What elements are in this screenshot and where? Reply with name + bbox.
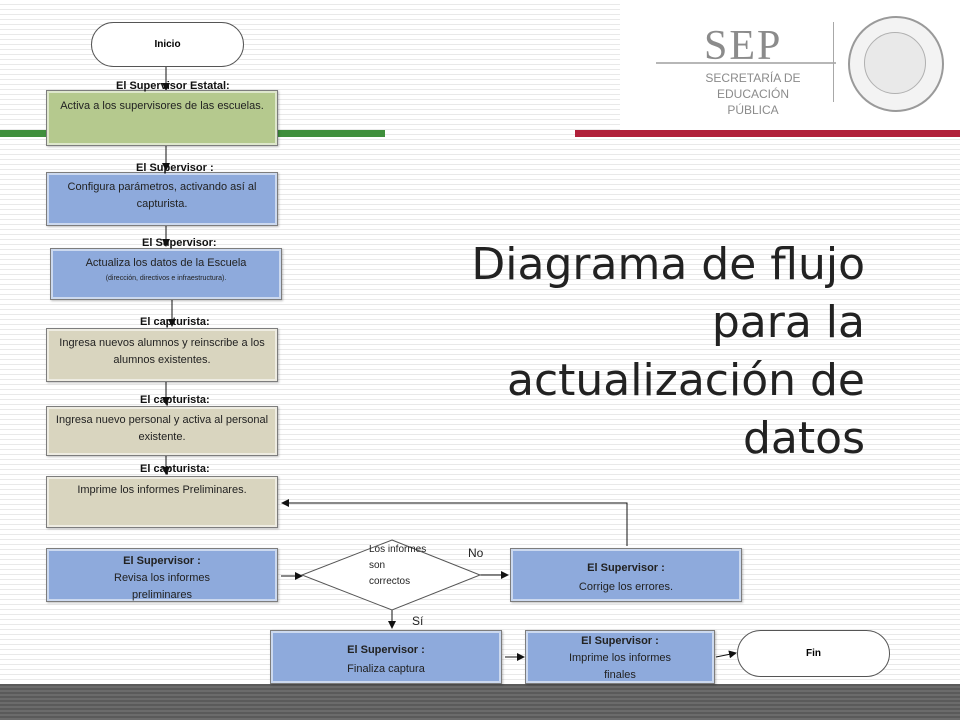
start-terminal: Inicio — [91, 22, 244, 67]
sep-subtitle: SECRETARÍA DE EDUCACIÓN PÚBLICA — [690, 70, 816, 118]
sep-acronym: SEP — [704, 23, 783, 69]
step-actor: El Supervisor : — [136, 162, 214, 174]
footer-bar — [0, 684, 960, 720]
step-actor: El Supervisor: — [142, 237, 217, 249]
print-final-text: Imprime los informes finales — [568, 652, 672, 681]
step-text: Ingresa nuevos alumnos y reinscribe a lo… — [59, 337, 265, 366]
decision-diamond — [300, 539, 482, 611]
national-seal-icon — [848, 16, 944, 112]
step-actor: El Supervisor Estatal: — [116, 80, 230, 92]
correct-text: Corrige los errores. — [578, 581, 674, 593]
slide-title: Diagrama de flujo para la actualización … — [471, 239, 865, 464]
step-finalize-capture: El Supervisor : Finaliza captura — [270, 630, 502, 684]
step-actor: El capturista: — [140, 394, 210, 406]
finalize-text: Finaliza captura — [347, 663, 425, 675]
step-text: Configura parámetros, activando así al c… — [67, 181, 257, 210]
step-configure-parameters: Configura parámetros, activando así al c… — [46, 172, 278, 226]
review-text: Revisa los informes preliminares — [114, 572, 210, 601]
step-enroll-students: Ingresa nuevos alumnos y reinscribe a lo… — [46, 328, 278, 382]
decision-text: Los informes son correctos — [369, 544, 427, 587]
sep-line2: EDUCACIÓN PÚBLICA — [716, 87, 789, 117]
step-text: Ingresa nuevo personal y activa al perso… — [55, 414, 269, 443]
step-register-staff: Ingresa nuevo personal y activa al perso… — [46, 406, 278, 456]
start-label: Inicio — [154, 39, 181, 50]
step-text: Activa a los supervisores de las escuela… — [60, 100, 264, 112]
yes-label: Sí — [412, 614, 424, 628]
step-correct-errors: El Supervisor : Corrige los errores. — [510, 548, 742, 602]
step-text: Imprime los informes Preliminares. — [77, 484, 247, 496]
review-actor: El Supervisor : — [123, 555, 201, 567]
print-final-actor: El Supervisor : — [581, 635, 659, 647]
end-label: Fin — [806, 648, 821, 659]
step-update-school-data: Actualiza los datos de la Escuela (direc… — [50, 248, 282, 300]
correct-actor: El Supervisor : — [587, 562, 665, 574]
step-actor: El capturista: — [140, 463, 210, 475]
seal-center — [864, 32, 926, 94]
step-print-preliminary: Imprime los informes Preliminares. — [46, 476, 278, 528]
step-text: Actualiza los datos de la Escuela — [85, 257, 247, 269]
logo-divider — [656, 62, 836, 64]
finalize-actor: El Supervisor : — [347, 644, 425, 656]
step-subtext: (dirección, directivos e infraestructura… — [105, 275, 227, 282]
end-terminal: Fin — [737, 630, 890, 677]
step-activate-supervisors: Activa a los supervisores de las escuela… — [46, 90, 278, 146]
red-band — [575, 130, 960, 137]
step-print-final: El Supervisor : Imprime los informes fin… — [525, 630, 715, 684]
logo-vertical-divider — [833, 22, 834, 102]
step-review-reports: El Supervisor : Revisa los informes prel… — [46, 548, 278, 602]
sep-line1: SECRETARÍA DE — [705, 71, 801, 85]
step-actor: El capturista: — [140, 316, 210, 328]
no-label: No — [468, 546, 484, 560]
